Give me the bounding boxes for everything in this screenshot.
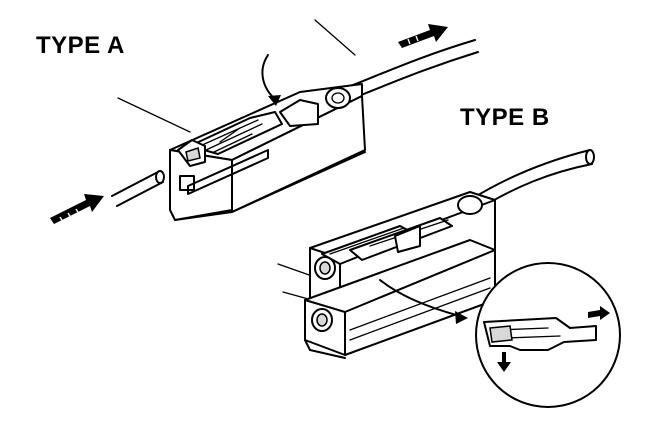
detail-inset [475, 262, 621, 408]
type-b-label: TYPE B [460, 104, 550, 131]
type-a-connector [50, 19, 479, 224]
type-a-label: TYPE A [36, 32, 125, 59]
type-b-connector [277, 149, 595, 359]
